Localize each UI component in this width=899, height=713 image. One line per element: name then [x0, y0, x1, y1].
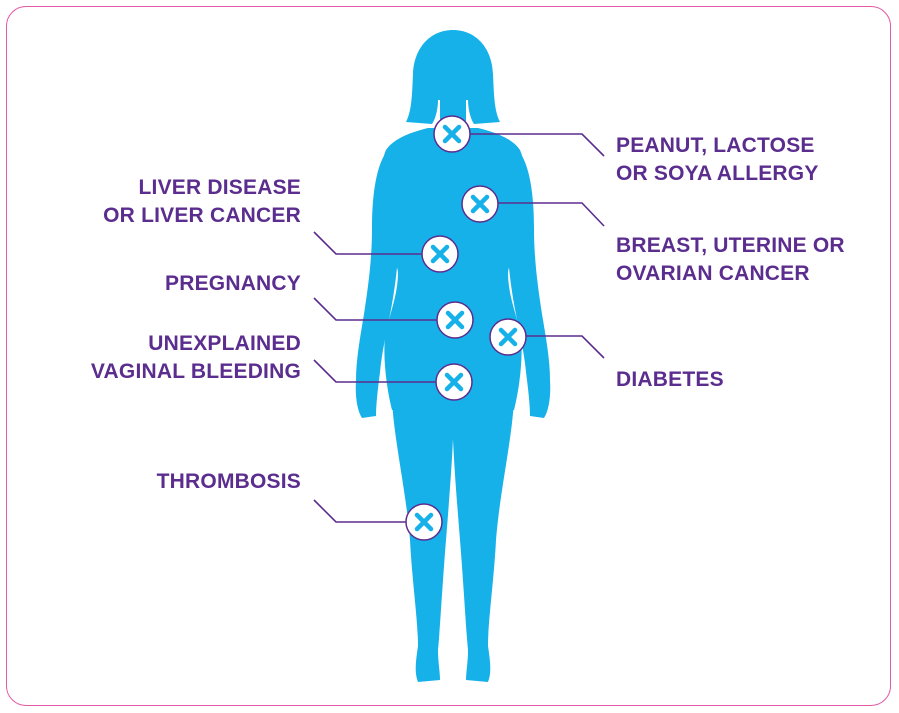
x-mark-icon-allergy [434, 116, 470, 152]
x-mark-icon-breast-cancer [462, 186, 498, 222]
x-mark-icon-diabetes [490, 319, 526, 355]
x-mark-icon-bleeding [436, 364, 472, 400]
label-allergy-line-1: PEANUT, LACTOSE [616, 132, 819, 160]
label-bleeding-line-1: UNEXPLAINED [91, 330, 301, 358]
label-liver: LIVER DISEASE OR LIVER CANCER [103, 174, 301, 230]
x-mark-icon-pregnancy [437, 302, 473, 338]
label-liver-line-2: OR LIVER CANCER [103, 202, 301, 230]
label-diabetes: DIABETES [616, 366, 724, 394]
x-mark-icon-liver [422, 236, 458, 272]
connector-thrombosis [314, 500, 406, 522]
label-breast-cancer-line-1: BREAST, UTERINE OR [616, 232, 845, 260]
label-breast-cancer: BREAST, UTERINE OR OVARIAN CANCER [616, 232, 845, 288]
label-breast-cancer-line-2: OVARIAN CANCER [616, 260, 845, 288]
label-bleeding: UNEXPLAINED VAGINAL BLEEDING [91, 330, 301, 386]
x-mark-icon-thrombosis [406, 504, 442, 540]
label-diabetes-line-1: DIABETES [616, 366, 724, 394]
label-allergy-line-2: OR SOYA ALLERGY [616, 160, 819, 188]
label-pregnancy-line-1: PREGNANCY [165, 270, 301, 298]
label-pregnancy: PREGNANCY [165, 270, 301, 298]
label-bleeding-line-2: VAGINAL BLEEDING [91, 358, 301, 386]
label-liver-line-1: LIVER DISEASE [103, 174, 301, 202]
label-thrombosis-line-1: THROMBOSIS [157, 468, 301, 496]
label-allergy: PEANUT, LACTOSE OR SOYA ALLERGY [616, 132, 819, 188]
label-thrombosis: THROMBOSIS [157, 468, 301, 496]
